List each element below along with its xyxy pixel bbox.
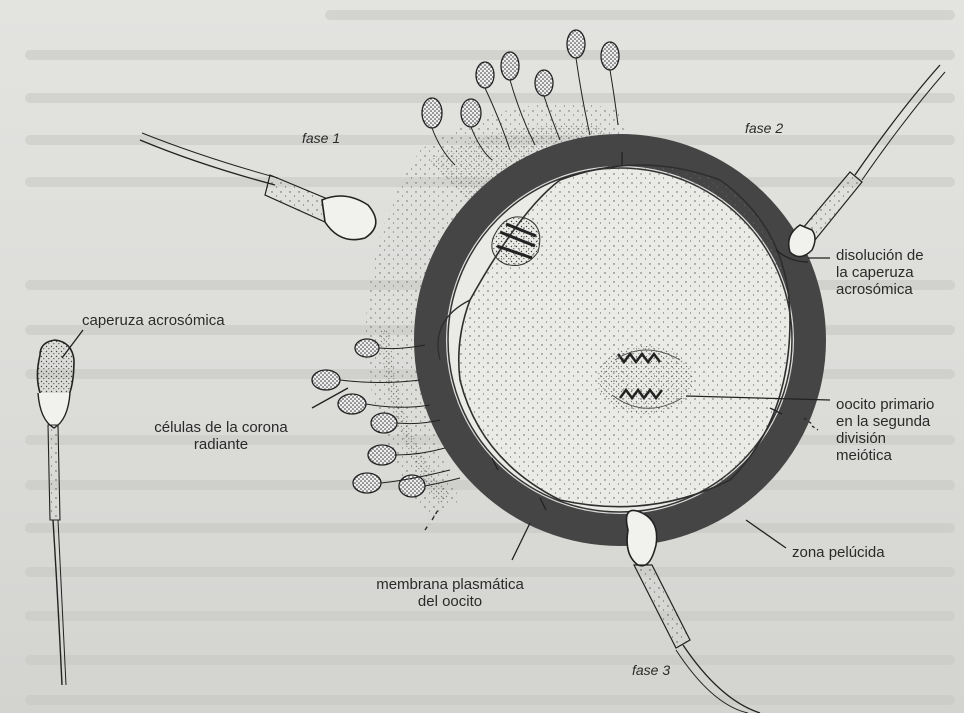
label-celulas-corona-line-1: células de la corona	[136, 419, 306, 436]
label-oocito-primario: oocito primario en la segunda división m…	[836, 396, 934, 464]
label-fase-1: fase 1	[302, 130, 340, 147]
label-oocito-line-1: oocito primario	[836, 396, 934, 413]
label-fase-3: fase 3	[632, 662, 670, 679]
label-zona-pelucida: zona pelúcida	[792, 544, 885, 561]
label-celulas-corona: células de la corona radiante	[136, 419, 306, 453]
meiotic-spindle	[597, 346, 693, 414]
label-oocito-line-3: división	[836, 430, 934, 447]
label-fase-2: fase 2	[745, 120, 783, 137]
isolated-sperm	[37, 340, 74, 685]
label-disolucion-line-1: disolución de	[836, 247, 924, 264]
label-membrana-line-2: del oocito	[360, 593, 540, 610]
label-membrana-plasmatica: membrana plasmática del oocito	[360, 576, 540, 610]
label-disolucion: disolución de la caperuza acrosómica	[836, 247, 924, 298]
label-celulas-corona-line-2: radiante	[136, 436, 306, 453]
label-oocito-line-2: en la segunda	[836, 413, 934, 430]
label-caperuza-acrosomica: caperuza acrosómica	[82, 312, 225, 329]
label-membrana-line-1: membrana plasmática	[360, 576, 540, 593]
label-oocito-line-4: meiótica	[836, 447, 934, 464]
label-disolucion-line-2: la caperuza	[836, 264, 924, 281]
label-disolucion-line-3: acrosómica	[836, 281, 924, 298]
